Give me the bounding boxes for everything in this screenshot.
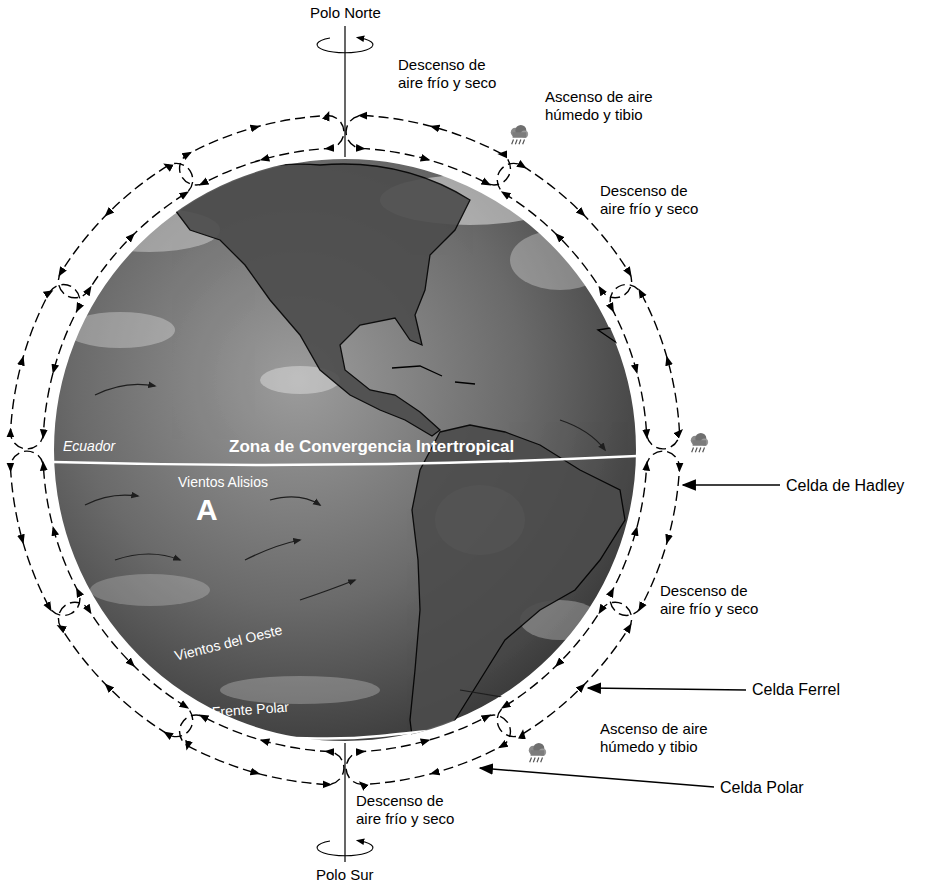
itcz-label: Zona de Convergencia Intertropical — [229, 437, 514, 457]
cell-name: Celda Polar — [720, 778, 804, 797]
circulation-cell — [58, 163, 192, 297]
front-label: Frente Polar — [211, 699, 289, 721]
circulation-cell — [58, 602, 192, 736]
air-motion-note: Ascenso de aire húmedo y tibio — [600, 720, 740, 756]
cloud-icon — [691, 433, 708, 452]
wind-label: Vientos del Oeste — [173, 622, 284, 665]
leader-arrow — [480, 768, 714, 787]
cell-name: Celda de Hadley — [786, 476, 904, 495]
circulation-cell — [11, 451, 80, 615]
rotation-symbol — [317, 841, 373, 856]
air-motion-note: Descenso de aire frío y seco — [600, 182, 712, 218]
circulation-cell — [610, 285, 679, 449]
circulation-cell — [346, 715, 510, 784]
circulation-cells — [11, 116, 680, 785]
air-motion-note: Descenso de aire frío y seco — [398, 56, 510, 92]
circulation-cell — [11, 285, 80, 449]
cloud-icon — [511, 125, 528, 144]
wind-label: Vientos Alisios — [178, 474, 268, 491]
circulation-cell — [180, 116, 344, 185]
rotation-symbol — [317, 38, 373, 53]
pole-label: Polo Sur — [316, 866, 374, 884]
circulation-cell — [497, 602, 631, 736]
earth-globe — [52, 158, 660, 760]
circulation-cell — [180, 715, 344, 784]
pole-label: Polo Norte — [310, 4, 381, 22]
cloud-icon — [529, 743, 546, 762]
air-motion-note: Ascenso de aire húmedo y tibio — [545, 88, 685, 124]
leader-arrow — [683, 484, 780, 486]
circulation-cell — [346, 116, 510, 185]
pressure-symbol: A — [196, 492, 218, 528]
air-motion-note: Descenso de aire frío y seco — [660, 582, 772, 618]
air-motion-note: Descenso de aire frío y seco — [356, 792, 468, 828]
equator-label: Ecuador — [63, 438, 115, 455]
leader-arrow — [588, 688, 746, 690]
cell-name: Celda Ferrel — [752, 680, 840, 699]
